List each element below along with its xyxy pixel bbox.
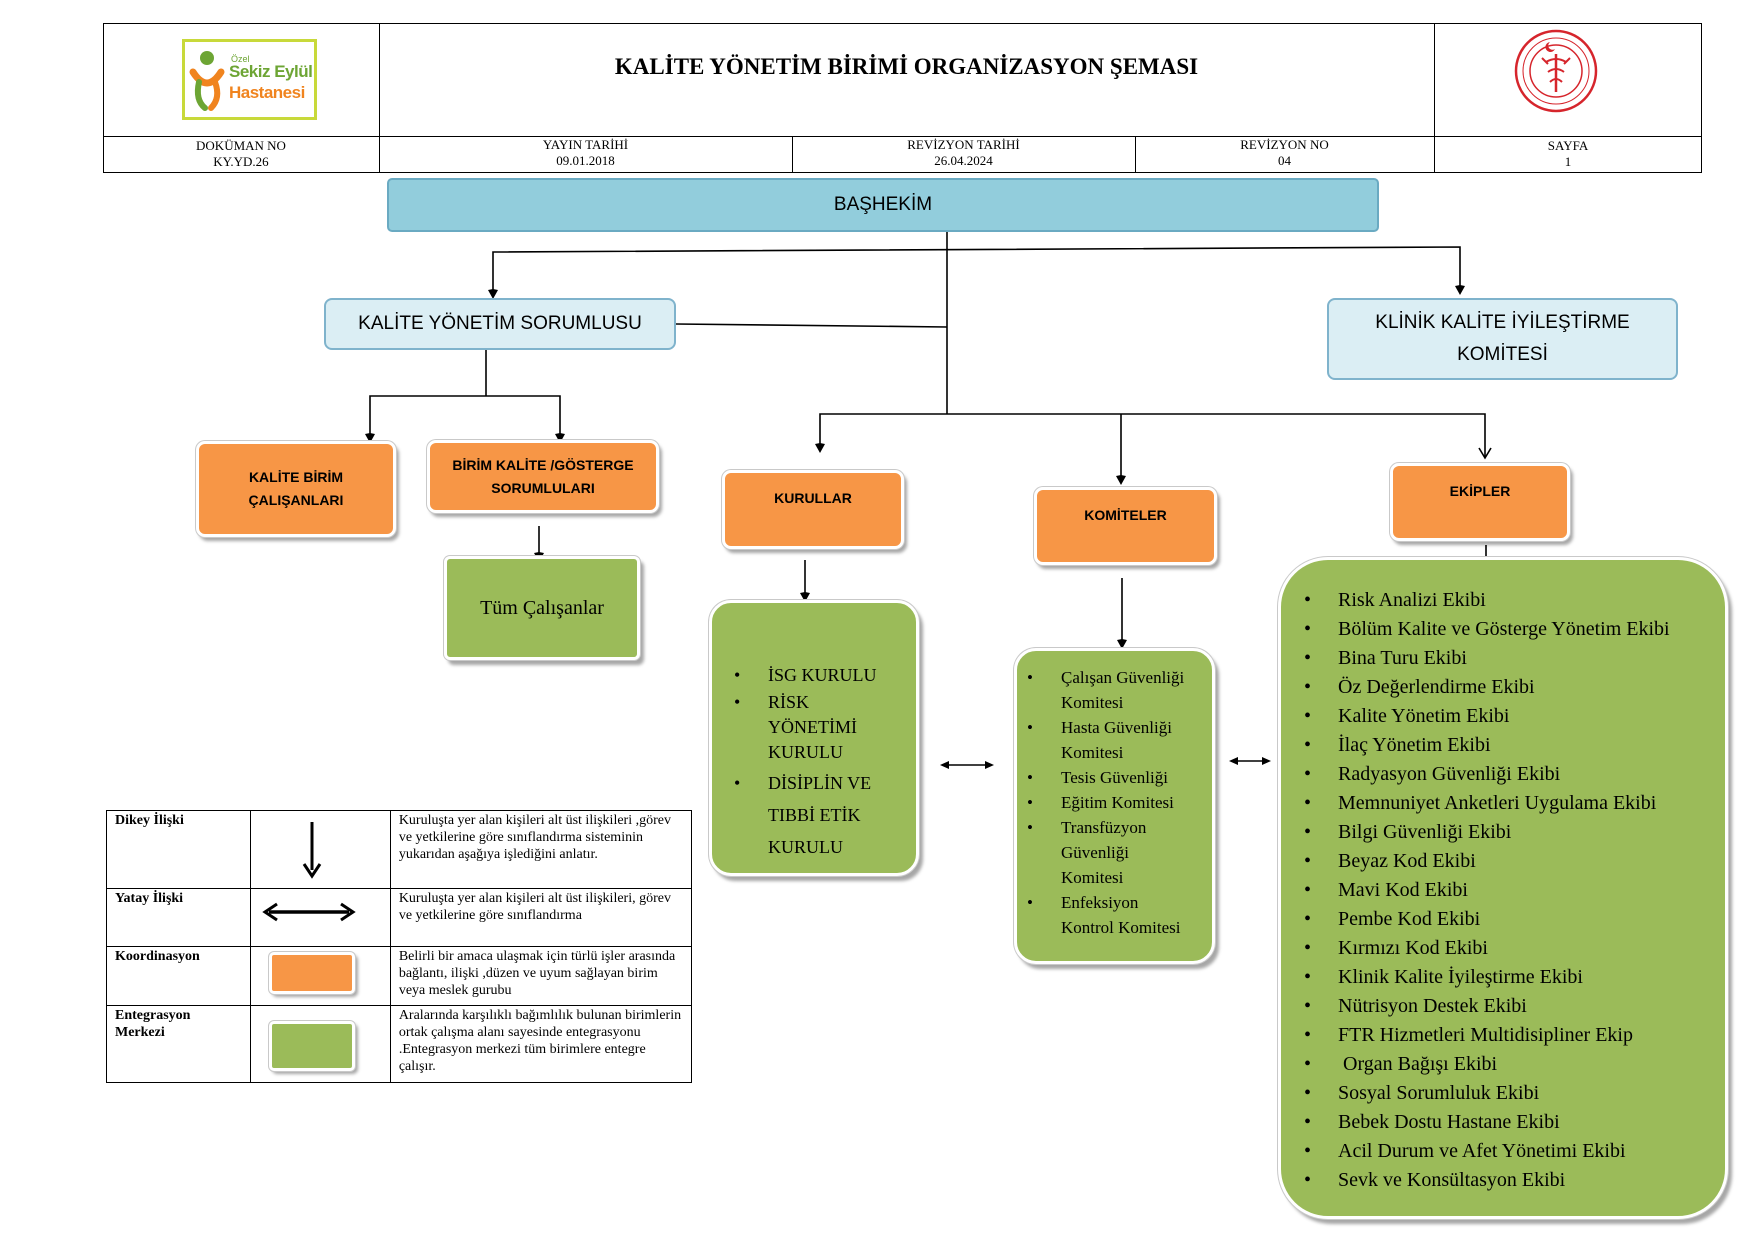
publish-date-label: YAYIN TARİHİ — [542, 137, 629, 152]
document-title: KALİTE YÖNETİM BİRİMİ ORGANİZASYON ŞEMAS… — [614, 54, 1199, 79]
list-item: Pembe Kod Ekibi — [1304, 905, 1719, 934]
header-divider — [379, 23, 380, 173]
clinical-quality-committee-label: KLİNİK KALİTE İYİLEŞTİRME KOMİTESİ — [1375, 312, 1630, 365]
legend-symbol — [249, 1005, 391, 1083]
list-item: Bebek Dostu Hastane Ekibi — [1304, 1108, 1719, 1137]
list-item: Transfüzyon Güvenliği Komitesi — [1027, 815, 1206, 890]
legend-symbol — [249, 888, 391, 947]
list-item: Eğitim Komitesi — [1027, 790, 1206, 815]
all-staff-label: Tüm Çalışanlar — [480, 596, 604, 619]
list-item: Mavi Kod Ekibi — [1304, 876, 1719, 905]
list-item: Bilgi Güvenliği Ekibi — [1304, 818, 1719, 847]
list-item: Çalışan Güvenliği Komitesi — [1027, 665, 1206, 715]
vertical-arrow-icon — [302, 822, 322, 879]
quality-manager-label: KALİTE YÖNETİM SORUMLUSU — [358, 313, 642, 334]
doc-no-label: DOKÜMAN NO — [196, 138, 286, 153]
boards-list-box: İSG KURULU RİSK YÖNETİMİ KURULU DİSİPLİN… — [709, 600, 919, 876]
list-item: DİSİPLİN VE TIBBİ ETİK KURULU — [734, 767, 906, 863]
legend-desc: Aralarında karşılıklı bağımlılık bulunan… — [389, 1005, 693, 1083]
list-item: Klinik Kalite İyileştirme Ekibi — [1304, 963, 1719, 992]
unit-quality-label: BİRİM KALİTE /GÖSTERGE SORUMLULARI — [452, 456, 634, 496]
revision-no-value: 04 — [1278, 153, 1291, 168]
list-item: Beyaz Kod Ekibi — [1304, 847, 1719, 876]
unit-quality-box: BİRİM KALİTE /GÖSTERGE SORUMLULARI — [427, 440, 659, 513]
quality-staff-box: KALİTE BİRİM ÇALIŞANLARI — [196, 441, 396, 537]
header-divider — [1434, 23, 1435, 173]
logo-line1: Sekiz Eylül — [229, 62, 313, 81]
page-value: 1 — [1564, 154, 1572, 169]
doc-no-value: KY.YD.26 — [213, 154, 269, 169]
list-item: Organ Bağışı Ekibi — [1304, 1050, 1719, 1079]
list-item: FTR Hizmetleri Multidisipliner Ekip — [1304, 1021, 1719, 1050]
list-item: İlaç Yönetim Ekibi — [1304, 731, 1719, 760]
revision-no-label: REVİZYON NO — [1240, 137, 1329, 152]
boards-box: KURULLAR — [722, 470, 904, 549]
legend-term: Entegrasyon Merkezi — [106, 1005, 251, 1083]
legend-term: Dikey İlişki — [106, 810, 251, 889]
list-item: Hasta Güvenliği Komitesi — [1027, 715, 1206, 765]
quality-manager-box: KALİTE YÖNETİM SORUMLUSU — [324, 298, 676, 350]
green-swatch — [268, 1021, 355, 1071]
list-item: Risk Analizi Ekibi — [1304, 586, 1719, 615]
boards-label: KURULLAR — [774, 490, 852, 506]
legend-desc: Kuruluşta yer alan kişileri alt üst iliş… — [389, 810, 693, 889]
list-item: Bölüm Kalite ve Gösterge Yönetim Ekibi — [1304, 615, 1719, 644]
list-item: Tesis Güvenliği — [1027, 765, 1206, 790]
list-item: İSG KURULU — [734, 663, 906, 688]
teams-label: EKİPLER — [1449, 482, 1511, 499]
legend-desc: Kuruluşta yer alan kişileri alt üst iliş… — [389, 888, 693, 947]
all-staff-box: Tüm Çalışanlar — [444, 556, 640, 660]
legend-table: Dikey İlişki Kuruluşta yer alan kişileri… — [106, 810, 693, 1083]
logo-line2: Hastanesi — [229, 83, 305, 102]
committees-box: KOMİTELER — [1034, 487, 1217, 565]
list-item: Sosyal Sorumluluk Ekibi — [1304, 1079, 1719, 1108]
revision-date-value: 26.04.2024 — [934, 153, 993, 168]
legend-symbol — [249, 810, 391, 889]
legend-term: Yatay İlişki — [106, 888, 251, 947]
list-item: Öz Değerlendirme Ekibi — [1304, 673, 1719, 702]
revision-date-label: REVİZYON TARİHİ — [907, 137, 1020, 152]
clinical-quality-committee-box: KLİNİK KALİTE İYİLEŞTİRME KOMİTESİ — [1327, 298, 1678, 380]
quality-manager-link — [675, 323, 948, 328]
legend-desc: Belirli bir amaca ulaşmak için türlü işl… — [389, 946, 693, 1006]
ministry-seal-icon — [1514, 29, 1598, 113]
legend-symbol — [249, 946, 391, 1006]
list-item: Bina Turu Ekibi — [1304, 644, 1719, 673]
logo-small-text: Özel — [231, 54, 250, 64]
horizontal-arrow-icon — [262, 902, 356, 922]
list-item: Enfeksiyon Kontrol Komitesi — [1027, 890, 1206, 940]
publish-date-value: 09.01.2018 — [556, 153, 615, 168]
hospital-logo: Özel Sekiz Eylül Hastanesi — [182, 39, 317, 120]
teams-box: EKİPLER — [1390, 463, 1570, 541]
teams-list-box: Risk Analizi Ekibi Bölüm Kalite ve Göste… — [1278, 557, 1728, 1219]
committees-list-box: Çalışan Güvenliği Komitesi Hasta Güvenli… — [1014, 648, 1215, 964]
list-item: Kırmızı Kod Ekibi — [1304, 934, 1719, 963]
list-item: RİSK YÖNETİMİ KURULU — [734, 690, 906, 765]
page-label: SAYFA — [1547, 138, 1589, 153]
list-item: Memnuniyet Anketleri Uygulama Ekibi — [1304, 789, 1719, 818]
committees-label: KOMİTELER — [1084, 506, 1167, 523]
header-divider — [792, 136, 793, 173]
document-header — [103, 23, 1702, 173]
orange-swatch — [268, 952, 355, 994]
chief-physician-box: BAŞHEKİM — [387, 178, 1379, 232]
header-divider — [103, 136, 1702, 137]
quality-staff-label: KALİTE BİRİM ÇALIŞANLARI — [248, 469, 344, 508]
list-item: Kalite Yönetim Ekibi — [1304, 702, 1719, 731]
ministry-seal — [1508, 28, 1604, 114]
list-item: Acil Durum ve Afet Yönetimi Ekibi — [1304, 1137, 1719, 1166]
header-divider — [1135, 136, 1136, 173]
list-item: Nütrisyon Destek Ekibi — [1304, 992, 1719, 1021]
chief-physician-label: BAŞHEKİM — [833, 194, 933, 215]
hospital-logo-icon — [189, 51, 225, 111]
top-branch — [492, 246, 1461, 290]
list-item: Sevk ve Konsültasyon Ekibi — [1304, 1166, 1719, 1195]
legend-term: Koordinasyon — [106, 946, 251, 1006]
list-item: Radyasyon Güvenliği Ekibi — [1304, 760, 1719, 789]
